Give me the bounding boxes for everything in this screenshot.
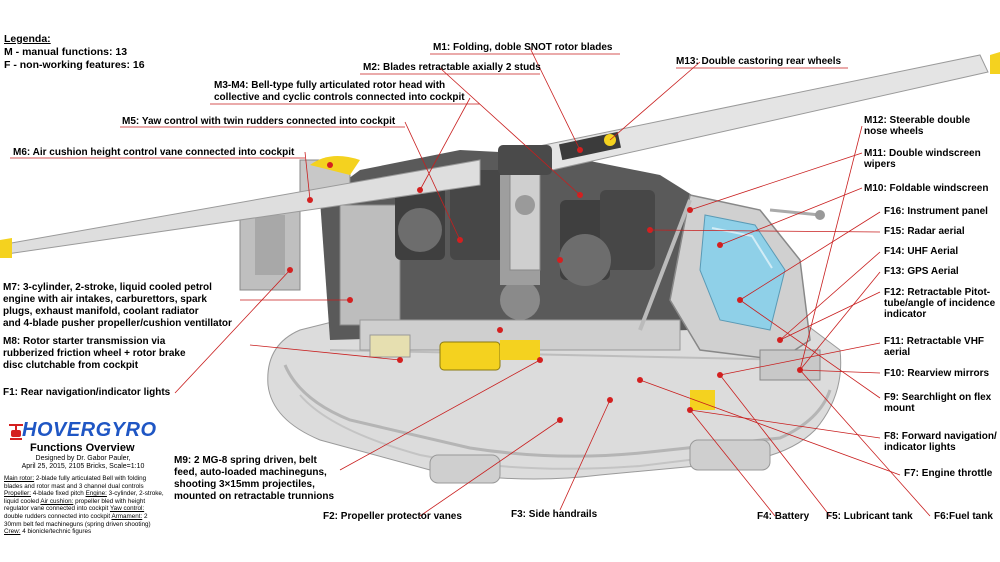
callout-m7-line4: and 4-blade pusher propeller/cushion ven… xyxy=(3,318,232,329)
callout-m9-line2: feed, auto-loaded machineguns, xyxy=(174,467,327,478)
spec-key: Armament: xyxy=(111,512,143,520)
callout-m13: M13: Double castoring rear wheels xyxy=(676,56,842,67)
callout-f9-line2: mount xyxy=(884,403,915,414)
callout-f10: F10: Rearview mirrors xyxy=(884,368,990,379)
callout-f8-line1: F8: Forward navigation/ xyxy=(884,431,997,442)
legend-nonworking: F - non-working features: 16 xyxy=(4,59,145,71)
callout-f2: F2: Propeller protector vanes xyxy=(323,511,462,522)
callout-m11-line2: wipers xyxy=(864,159,896,170)
spec-key: Yaw control: xyxy=(109,505,145,513)
callout-f3: F3: Side handrails xyxy=(511,509,598,520)
spec-key: Engine: xyxy=(85,490,107,498)
callout-f16: F16: Instrument panel xyxy=(884,206,988,217)
callout-m7-line2: engine with air intakes, carburettors, s… xyxy=(3,294,207,305)
callout-m6: M6: Air cushion height control vane conn… xyxy=(13,147,295,158)
callout-f7: F7: Engine throttle xyxy=(904,468,993,479)
callout-m7-line3: plugs, exhaust manifold, coolant radiato… xyxy=(3,306,199,317)
callout-f12-line3: indicator xyxy=(884,309,927,320)
callout-f1: F1: Rear navigation/indicator lights xyxy=(3,387,171,398)
callout-f8-line2: indicator lights xyxy=(884,442,956,453)
callout-f9-line1: F9: Searchlight on flex xyxy=(884,392,992,403)
callout-m9-line3: shooting 3×15mm projectiles, xyxy=(174,479,315,490)
callout-m7-line1: M7: 3-cylinder, 2-stroke, liquid cooled … xyxy=(3,282,212,293)
spec-key: Main rotor: xyxy=(4,475,35,482)
callout-m10: M10: Foldable windscreen xyxy=(864,183,989,194)
spec-description: Main rotor: 2-blade fully articulated Be… xyxy=(4,475,164,536)
callout-f13: F13: GPS Aerial xyxy=(884,266,959,277)
callout-m12-line1: M12: Steerable double xyxy=(864,115,971,126)
legend: Legenda: M - manual functions: 13 F - no… xyxy=(4,33,145,72)
hovergyro-logo: HOVERGYRO xyxy=(8,419,168,442)
callout-f12-line1: F12: Retractable Pitot- xyxy=(884,287,991,298)
callout-f12-line2: tube/angle of incidence xyxy=(884,298,996,309)
callout-f5: F5: Lubricant tank xyxy=(826,511,913,522)
callout-f14: F14: UHF Aerial xyxy=(884,246,959,257)
spec-value: 3-cylinder, 2-stroke, liquid cooled xyxy=(4,490,164,505)
callout-m3m4-line1: M3-M4: Bell-type fully articulated rotor… xyxy=(214,80,446,91)
spec-value: 4-blade fixed pitch xyxy=(30,490,86,498)
spec-value: 4 bionicle/technic figures xyxy=(20,528,92,536)
spec-value: double rudders connected into cockpit xyxy=(4,512,112,520)
helicopter-icon xyxy=(9,424,23,440)
callout-m8-line2: rubberized friction wheel + rotor brake xyxy=(3,348,186,359)
spec-key: Air cushion: xyxy=(40,497,74,505)
callout-m1: M1: Folding, doble SNOT rotor blades xyxy=(433,42,613,53)
callout-m8-line3: disc clutchable from cockpit xyxy=(3,360,139,371)
cockpit xyxy=(638,194,825,381)
callout-f4: F4: Battery xyxy=(757,511,810,522)
spec-value: 2-blade fully articulated Bell with fold… xyxy=(4,475,147,490)
legend-title: Legenda: xyxy=(4,33,51,45)
spec-value: propeller bled with height regulator van… xyxy=(4,497,146,513)
callout-m9-line4: mounted on retractable trunnions xyxy=(174,491,335,502)
callout-f11-line2: aerial xyxy=(884,347,911,358)
callout-m2: M2: Blades retractable axially 2 studs xyxy=(363,62,541,73)
rotor-mast xyxy=(498,145,552,271)
spec-key: Crew: xyxy=(4,528,21,536)
credit-line2: April 25, 2015, 2105 Bricks, Scale=1:10 xyxy=(21,463,145,470)
callout-m8-line1: M8: Rotor starter transmission via xyxy=(3,336,166,347)
callout-m12-line2: nose wheels xyxy=(864,126,924,137)
callout-m11-line1: M11: Double windscreen xyxy=(864,148,981,159)
legend-manual: M - manual functions: 13 xyxy=(4,46,128,58)
spec-value: 2 30mm belt fed machineguns (spring driv… xyxy=(4,512,151,528)
logo-text: HOVERGYRO xyxy=(22,419,157,441)
credit-line1: Designed by Dr. Gabor Pauler, xyxy=(35,455,131,462)
callout-f15: F15: Radar aerial xyxy=(884,226,965,237)
callout-m3m4-line2: collective and cyclic controls connected… xyxy=(214,92,465,103)
page-subtitle: Functions Overview xyxy=(30,442,135,454)
callout-f11-line1: F11: Retractable VHF xyxy=(884,336,985,347)
spec-key: Propeller: xyxy=(4,490,31,498)
callout-m9-line1: M9: 2 MG-8 spring driven, belt xyxy=(174,455,317,466)
callout-f6: F6:Fuel tank xyxy=(934,511,993,522)
callout-m5: M5: Yaw control with twin rudders connec… xyxy=(122,116,396,127)
rotor-blades xyxy=(0,52,1000,258)
leader-lines xyxy=(174,47,931,517)
credit: Designed by Dr. Gabor Pauler, April 25, … xyxy=(4,455,162,471)
